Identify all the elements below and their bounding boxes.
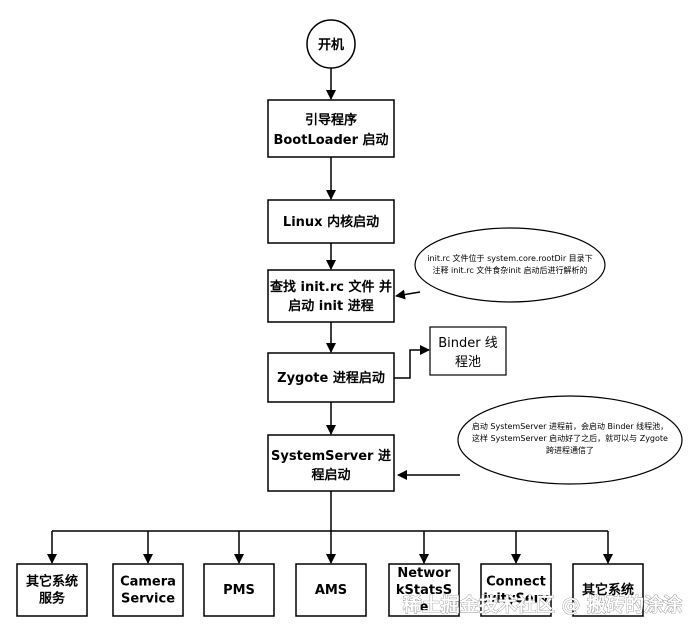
service-box-frame-3	[203, 563, 275, 617]
note-systemserver-line2: 这样 SystemServer 启动好了之后，就可以与 Zygote	[472, 433, 668, 443]
service-box-frame-6	[480, 563, 552, 617]
service-6-line-1: Connect	[486, 575, 546, 590]
note-initrc-line1: init.rc 文件位于 system.core.rootDir 目录下	[427, 253, 592, 263]
connector-note-initrc	[395, 289, 421, 300]
service-6-line-2: ivityServ	[483, 592, 549, 607]
service-2-line-1: Camera	[120, 575, 176, 590]
watermark-text: 稀土掘金技术社区 @ 搬砖的涂涂	[403, 593, 682, 616]
service-4-line-1: AMS	[315, 583, 347, 598]
step-kernel: Linux 内核启动	[267, 199, 395, 244]
step-bootloader-line2: BootLoader 启动	[273, 132, 388, 148]
step-kernel-line1: Linux 内核启动	[283, 214, 379, 230]
note-initrc: init.rc 文件位于 system.core.rootDir 目录下 注释 …	[414, 227, 606, 303]
binder-pool-line2: 程池	[455, 355, 481, 370]
service-1-line-2: 服务	[39, 591, 66, 607]
service-box-4: AMS	[295, 563, 367, 617]
step-bootloader-line1: 引导程序	[305, 112, 357, 128]
service-connectors	[47, 531, 613, 564]
service-box-6: Connect ivityServ	[480, 563, 552, 617]
note-systemserver-line1: 启动 SystemServer 进程前，会启动 Binder 线程池，	[472, 421, 668, 431]
service-2-line-2: Service	[121, 592, 175, 607]
service-box-frame-7	[572, 563, 644, 617]
step-systemserver-line1: SystemServer 进	[271, 449, 391, 464]
service-box-frame-2	[112, 563, 184, 617]
step-bootloader: 引导程序 BootLoader 启动	[267, 99, 395, 158]
service-5-line-1: Networ	[397, 566, 451, 581]
step-initrc: 查找 init.rc 文件 并 启动 init 进程	[267, 269, 395, 323]
note-systemserver: 启动 SystemServer 进程前，会启动 Binder 线程池， 这样 S…	[457, 395, 683, 485]
step-systemserver: SystemServer 进 程启动	[267, 434, 395, 492]
service-3-line-1: PMS	[223, 583, 255, 598]
step-initrc-line2: 启动 init 进程	[288, 298, 373, 314]
start-label: 开机	[318, 37, 344, 53]
binder-pool-line1: Binder 线	[438, 336, 498, 351]
note-systemserver-line3: 跨进程通信了	[546, 445, 594, 455]
service-box-frame-1	[16, 563, 88, 617]
step-zygote-line1: Zygote 进程启动	[277, 370, 385, 386]
service-5-line-2: kStatsS	[396, 583, 452, 598]
service-5-line-3: e	[420, 600, 429, 615]
step-zygote: Zygote 进程启动	[267, 352, 395, 403]
service-box-frame-4	[295, 563, 367, 617]
service-box-3: PMS	[203, 563, 275, 617]
step-systemserver-line2: 程启动	[311, 467, 350, 483]
connector-zygote-binder	[393, 345, 430, 379]
start-node: 开机	[306, 19, 356, 69]
service-box-7: 其它系统	[572, 563, 644, 617]
service-1-line-1: 其它系统	[26, 574, 78, 590]
binder-pool-box: Binder 线 程池	[429, 326, 507, 376]
service-box-5: Networ kStatsS e	[388, 563, 460, 617]
step-initrc-line1: 查找 init.rc 文件 并	[269, 279, 392, 295]
note-initrc-line2: 注释 init.rc 文件食杂init 启动后进行解析的	[433, 265, 588, 275]
service-7-line-1: 其它系统	[582, 582, 634, 598]
service-box-frame-5	[388, 563, 460, 617]
